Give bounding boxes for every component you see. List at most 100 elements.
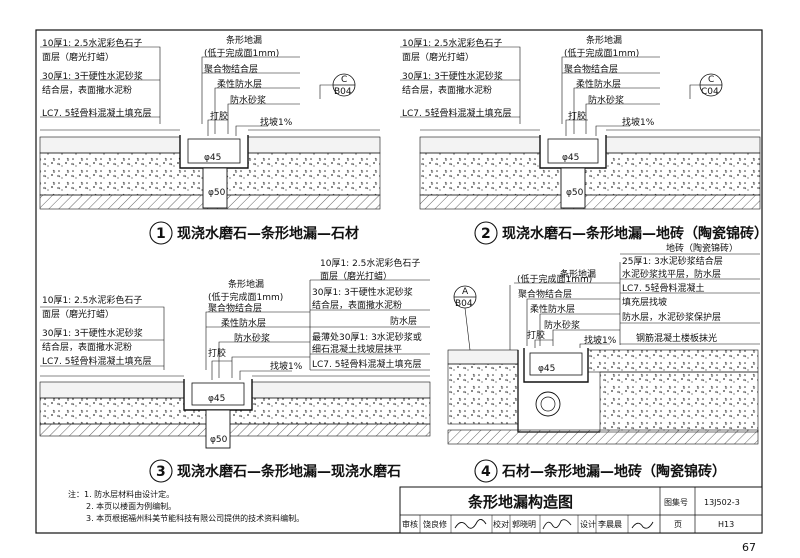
- detail-4-ref-top: A: [462, 287, 469, 297]
- detail-3-title: 现浇水磨石—条形地漏—现浇水磨石: [177, 463, 401, 480]
- detail-4-drain-name: 条形地漏: [560, 268, 596, 280]
- detail-1-ref-bottom: B04: [334, 87, 352, 97]
- detail-1-left-layer-2: 面层（磨光打蜡）: [42, 51, 114, 63]
- detail-1-left-layer-1: 10厚1: 2.5水泥彩色石子: [42, 37, 142, 49]
- detail-3-right-stack-8: LC7. 5轻骨料混凝土填充层: [312, 358, 421, 370]
- detail-1: 10厚1: 2.5水泥彩色石子 面层（磨光打蜡） 30厚1: 3干硬性水泥砂浆 …: [39, 34, 381, 245]
- check-label: 校对: [493, 519, 509, 529]
- detail-1-slope: 找坡1%: [260, 116, 293, 128]
- detail-4-right-stack-2: 25厚1: 3水泥砂浆结合层: [622, 255, 723, 267]
- detail-3-left-layer-4: 结合层，表面撒水泥粉: [42, 341, 132, 353]
- detail-4-title: 石材—条形地漏—地砖（陶瓷锦砖）: [501, 463, 726, 480]
- detail-2-slope: 找坡1%: [622, 116, 655, 128]
- detail-1-drain-name: 条形地漏: [226, 34, 262, 46]
- detail-2-ref-bottom: C04: [701, 87, 719, 97]
- detail-3-right-stack-5: 防水层: [390, 315, 417, 327]
- detail-1-title: 现浇水磨石—条形地漏—石材: [177, 225, 359, 242]
- detail-3-dim-top: φ45: [208, 394, 225, 404]
- detail-4-ref-bottom: B04: [455, 299, 473, 309]
- detail-3-right-stack-6: 最薄处30厚1: 3水泥砂浆或: [312, 331, 422, 343]
- detail-3-right-stack-4: 结合层，表面撒水泥粉: [312, 299, 402, 311]
- detail-2-labels: 10厚1: 2.5水泥彩色石子 面层（磨光打蜡） 30厚1: 3干硬性水泥砂浆 …: [402, 34, 655, 198]
- note-2: 2. 本页以楼面为例编制。: [86, 501, 176, 511]
- detail-3-right-stack-7: 细石混凝土找坡层抹平: [312, 343, 402, 355]
- page-number: 67: [742, 541, 756, 554]
- detail-3-right-stack-3: 30厚1: 3干硬性水泥砂浆: [312, 286, 413, 298]
- detail-4-glue: 打胶: [527, 329, 545, 341]
- detail-4-right-stack-6: 防水层，水泥砂浆保护层: [622, 311, 721, 323]
- detail-1-left-layer-5: LC7. 5轻骨料混凝土填充层: [42, 107, 151, 119]
- title-block: 条形地漏构造图 图集号 13J502-3 审核 饶良修 校对 郭晓明 设计 李晨…: [399, 486, 763, 534]
- detail-1-right-layer-3: 防水砂浆: [230, 94, 266, 106]
- detail-2-right-layer-1: 聚合物结合层: [564, 63, 618, 75]
- detail-4-number: 4: [481, 464, 491, 480]
- note-1: 注：1. 防水层材料由设计定。: [68, 489, 174, 499]
- detail-1-number: 1: [156, 226, 166, 242]
- detail-3-right-layer-2: 柔性防水层: [221, 317, 266, 329]
- atlas-no: 13J502-3: [704, 498, 740, 507]
- review-signature: [454, 519, 487, 529]
- detail-3-right-layer-1: 聚合物结合层: [208, 302, 262, 314]
- detail-2-ref-top: C: [708, 75, 714, 85]
- detail-2-drain-note: (低于完成面1mm): [564, 47, 639, 59]
- detail-3-number: 3: [156, 464, 166, 480]
- detail-1-left-layer-4: 结合层，表面撒水泥粉: [42, 84, 132, 96]
- detail-3-slope: 找坡1%: [270, 360, 303, 372]
- detail-1-dim-top: φ45: [204, 153, 221, 163]
- drawing-title: 条形地漏构造图: [467, 493, 573, 511]
- detail-2-number: 2: [481, 226, 491, 242]
- detail-4-left-layer-1: 聚合物结合层: [518, 288, 572, 300]
- general-notes: 注：1. 防水层材料由设计定。 2. 本页以楼面为例编制。 3. 本页根据福州科…: [68, 489, 304, 523]
- detail-2-left-layer-3: 30厚1: 3干硬性水泥砂浆: [402, 70, 503, 82]
- detail-2: 10厚1: 2.5水泥彩色石子 面层（磨光打蜡） 30厚1: 3干硬性水泥砂浆 …: [400, 34, 768, 245]
- detail-2-right-layer-2: 柔性防水层: [576, 78, 621, 90]
- detail-1-right-layer-1: 聚合物结合层: [204, 63, 258, 75]
- check-signature: [542, 519, 572, 530]
- detail-4-labels: 条形地漏 (低于完成面1mm) (低于完成面1mm) 聚合物结合层 柔性防水层 …: [517, 242, 738, 374]
- detail-3-right-stack-2: 面层（磨光打蜡）: [320, 270, 392, 282]
- detail-3-left-layer-5: LC7. 5轻骨料混凝土填充层: [42, 355, 151, 367]
- detail-3-left-layer-2: 面层（磨光打蜡）: [42, 308, 114, 320]
- detail-2-dim-top: φ45: [562, 153, 579, 163]
- detail-1-index-symbol: C B04: [332, 73, 356, 97]
- detail-3-drain-name: 条形地漏: [228, 278, 264, 290]
- sheet-border: [35, 29, 763, 534]
- check-name: 郭晓明: [512, 519, 536, 529]
- detail-3-labels: 10厚1: 2.5水泥彩色石子 面层（磨光打蜡） 30厚1: 3干硬性水泥砂浆 …: [42, 257, 422, 445]
- review-name: 饶良修: [423, 519, 447, 529]
- detail-4-index-symbol: A B04: [453, 285, 477, 351]
- detail-3-left-layer-1: 10厚1: 2.5水泥彩色石子: [42, 294, 142, 306]
- detail-4-right-stack-5: 填充层找坡: [622, 296, 667, 308]
- detail-2-drain-name: 条形地漏: [586, 34, 622, 46]
- detail-2-left-layer-2: 面层（磨光打蜡）: [402, 51, 474, 63]
- page-code: H13: [718, 520, 734, 529]
- detail-1-labels: 10厚1: 2.5水泥彩色石子 面层（磨光打蜡） 30厚1: 3干硬性水泥砂浆 …: [42, 34, 293, 198]
- design-signature: [631, 521, 654, 529]
- detail-3-dim-bottom: φ50: [210, 435, 228, 445]
- page-label: 页: [674, 520, 682, 529]
- detail-3-right-layer-3: 防水砂浆: [234, 332, 270, 344]
- design-label: 设计: [580, 519, 596, 529]
- detail-4-left-layer-3: 防水砂浆: [544, 319, 580, 331]
- atlas-no-label: 图集号: [664, 497, 688, 507]
- detail-1-ref-top: C: [341, 75, 347, 85]
- detail-2-dim-bottom: φ50: [566, 188, 584, 198]
- detail-2-left-layer-1: 10厚1: 2.5水泥彩色石子: [402, 37, 502, 49]
- detail-3-left-layer-3: 30厚1: 3干硬性水泥砂浆: [42, 327, 143, 339]
- detail-1-glue: 打胶: [210, 110, 228, 122]
- detail-2-left-layer-4: 结合层，表面撒水泥粉: [402, 84, 492, 96]
- detail-1-right-layer-2: 柔性防水层: [217, 78, 262, 90]
- design-name: 李晨晨: [598, 519, 622, 529]
- detail-4-right-stack-1: 地砖（陶瓷锦砖）: [666, 242, 738, 254]
- detail-4-drain-note-visible: (低于完成面1mm): [517, 273, 592, 285]
- detail-3: 10厚1: 2.5水泥彩色石子 面层（磨光打蜡） 30厚1: 3干硬性水泥砂浆 …: [39, 257, 431, 483]
- detail-3-glue: 打胶: [208, 347, 226, 359]
- review-label: 审核: [402, 519, 418, 529]
- detail-4-right-stack-7: 钢筋混凝土楼板抹光: [636, 332, 717, 344]
- detail-1-drain-note: (低于完成面1mm): [204, 47, 279, 59]
- detail-1-left-layer-3: 30厚1: 3干硬性水泥砂浆: [42, 70, 143, 82]
- detail-2-title: 现浇水磨石—条形地漏—地砖（陶瓷锦砖）: [502, 225, 768, 242]
- detail-4-right-stack-3: 水泥砂浆找平层，防水层: [622, 268, 721, 280]
- detail-2-glue: 打胶: [568, 110, 586, 122]
